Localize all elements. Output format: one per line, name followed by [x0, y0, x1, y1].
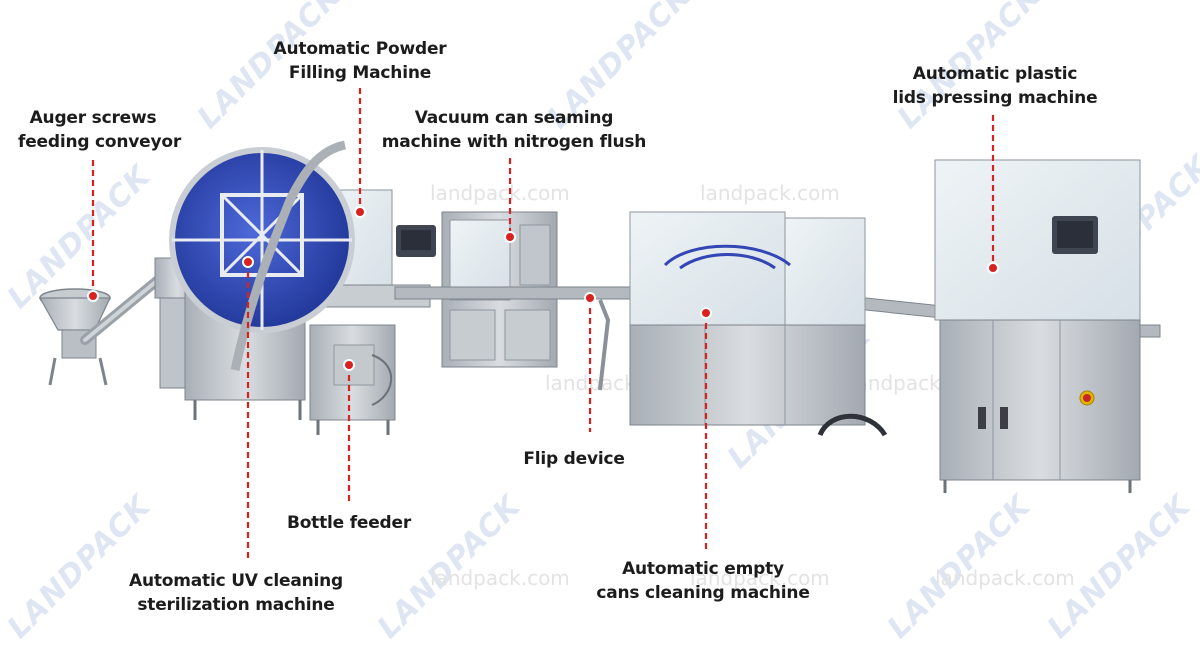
watermark-url: landpack.com — [430, 181, 570, 205]
auger-screw-feeding-conveyor — [38, 257, 201, 389]
marker-dot-bottle — [343, 359, 355, 371]
marker-dot-powder — [354, 206, 366, 218]
label-automatic-empty-cans-cleaning-machine: Automatic empty cans cleaning machine — [596, 559, 810, 603]
marker-dot-cans — [700, 307, 712, 319]
marker-dot-lids — [987, 262, 999, 274]
bottle-feeder — [309, 324, 396, 435]
marker-dot-vacuum — [504, 231, 516, 243]
marker-dot-uv — [242, 256, 254, 268]
uv-sterilization-disc — [169, 140, 355, 371]
watermark-logo: LANDPACK — [1, 487, 159, 645]
watermark-url: landpack.com — [690, 566, 830, 590]
watermark-url: landpack.com — [430, 566, 570, 590]
empty-cans-cleaning-machine — [629, 211, 888, 437]
label-vacuum-can-seaming-machine: Vacuum can seaming machine with nitrogen… — [381, 108, 647, 152]
label-bottle-feeder: Bottle feeder — [286, 513, 412, 533]
marker-dot-flip — [584, 292, 596, 304]
label-automatic-plastic-lids-pressing-machine: Automatic plastic lids pressing machine — [892, 64, 1098, 108]
plastic-lids-pressing-machine — [934, 159, 1141, 493]
watermark-url: landpack.com — [935, 566, 1075, 590]
label-automatic-powder-filling-machine: Automatic Powder Filling Machine — [273, 39, 447, 83]
leader-lines — [87, 88, 999, 562]
watermark-url: landpack.com — [700, 181, 840, 205]
marker-dot-auger — [87, 290, 99, 302]
label-auger-screws-feeding-conveyor: Auger screws feeding conveyor — [18, 108, 182, 152]
label-flip-device: Flip device — [523, 449, 625, 469]
label-automatic-uv-cleaning-sterilization-machine: Automatic UV cleaning sterilization mach… — [129, 571, 343, 615]
